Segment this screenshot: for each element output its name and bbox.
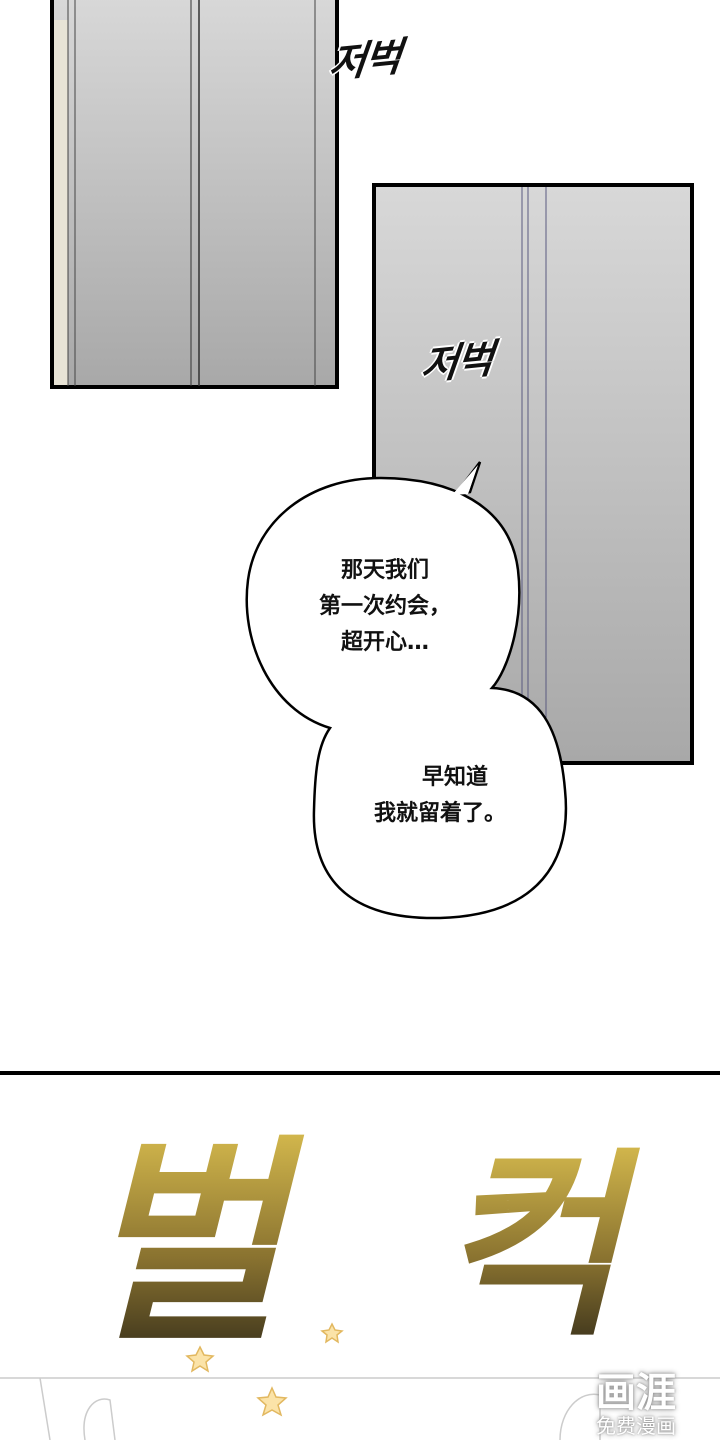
sfx-char: 컥 — [424, 1130, 666, 1363]
sfx-door-burst: 벌 컥 — [67, 1116, 666, 1370]
sfx-footstep: 저벅 — [326, 34, 403, 88]
dialogue-line: 第一次约会， — [318, 594, 451, 619]
sfx-char: 벌 — [67, 1116, 333, 1370]
dialogue-line: 早知道 — [421, 765, 488, 790]
star-icons — [185, 1322, 344, 1417]
watermark-tagline: 免费漫画 — [596, 1414, 676, 1438]
watermark-logo: 画涯 — [596, 1370, 676, 1416]
speech-bubble-1: 那天我们 第一次约会， 超开心… — [270, 553, 500, 661]
speech-bubble-2: 早知道 我就留着了。 — [325, 760, 555, 832]
speech-bubbles — [245, 461, 568, 920]
background-lineart — [0, 1377, 720, 1440]
watermark: 画涯 免费漫画 — [576, 1372, 696, 1438]
dialogue-line: 我就留着了。 — [373, 801, 506, 826]
dialogue-line: 那天我们 — [340, 558, 429, 583]
dialogue-line: 超开心… — [340, 630, 429, 655]
elevator-door-left — [50, 0, 339, 389]
sfx-footstep: 저벅 — [418, 336, 495, 390]
